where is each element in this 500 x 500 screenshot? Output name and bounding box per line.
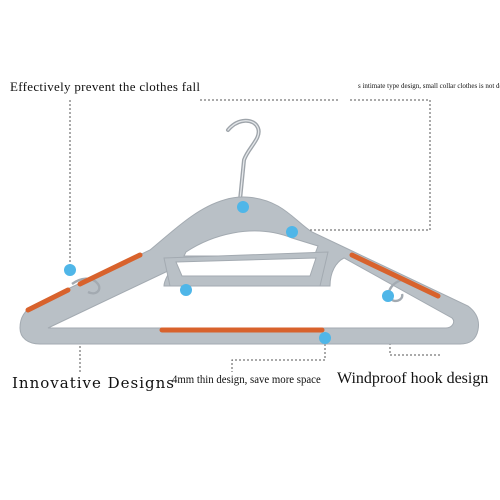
strip-left-low (25, 287, 71, 313)
hanger-body (19, 196, 479, 345)
hanger-hook (226, 118, 261, 202)
label-intimate-design: s intimate type design, small collar clo… (358, 82, 500, 90)
marker-dot (64, 264, 76, 276)
strip-left-high (77, 252, 143, 287)
strip-right (349, 252, 441, 299)
marker-dot (382, 290, 394, 302)
non-slip-strips (25, 252, 441, 333)
callout-line-thin (231, 340, 326, 372)
label-windproof-hook: Windproof hook design (337, 370, 489, 387)
label-thin-design: 4mm thin design, save more space (172, 372, 321, 386)
label-innovative-designs: Innovative Designs (12, 374, 175, 392)
marker-dot (319, 332, 331, 344)
marker-dot (180, 284, 192, 296)
callout-line-intimate (292, 99, 431, 231)
label-prevent-clothes-fall: Effectively prevent the clothes fall (10, 79, 201, 94)
marker-dots (64, 201, 394, 344)
marker-dot (286, 226, 298, 238)
marker-dot (237, 201, 249, 213)
